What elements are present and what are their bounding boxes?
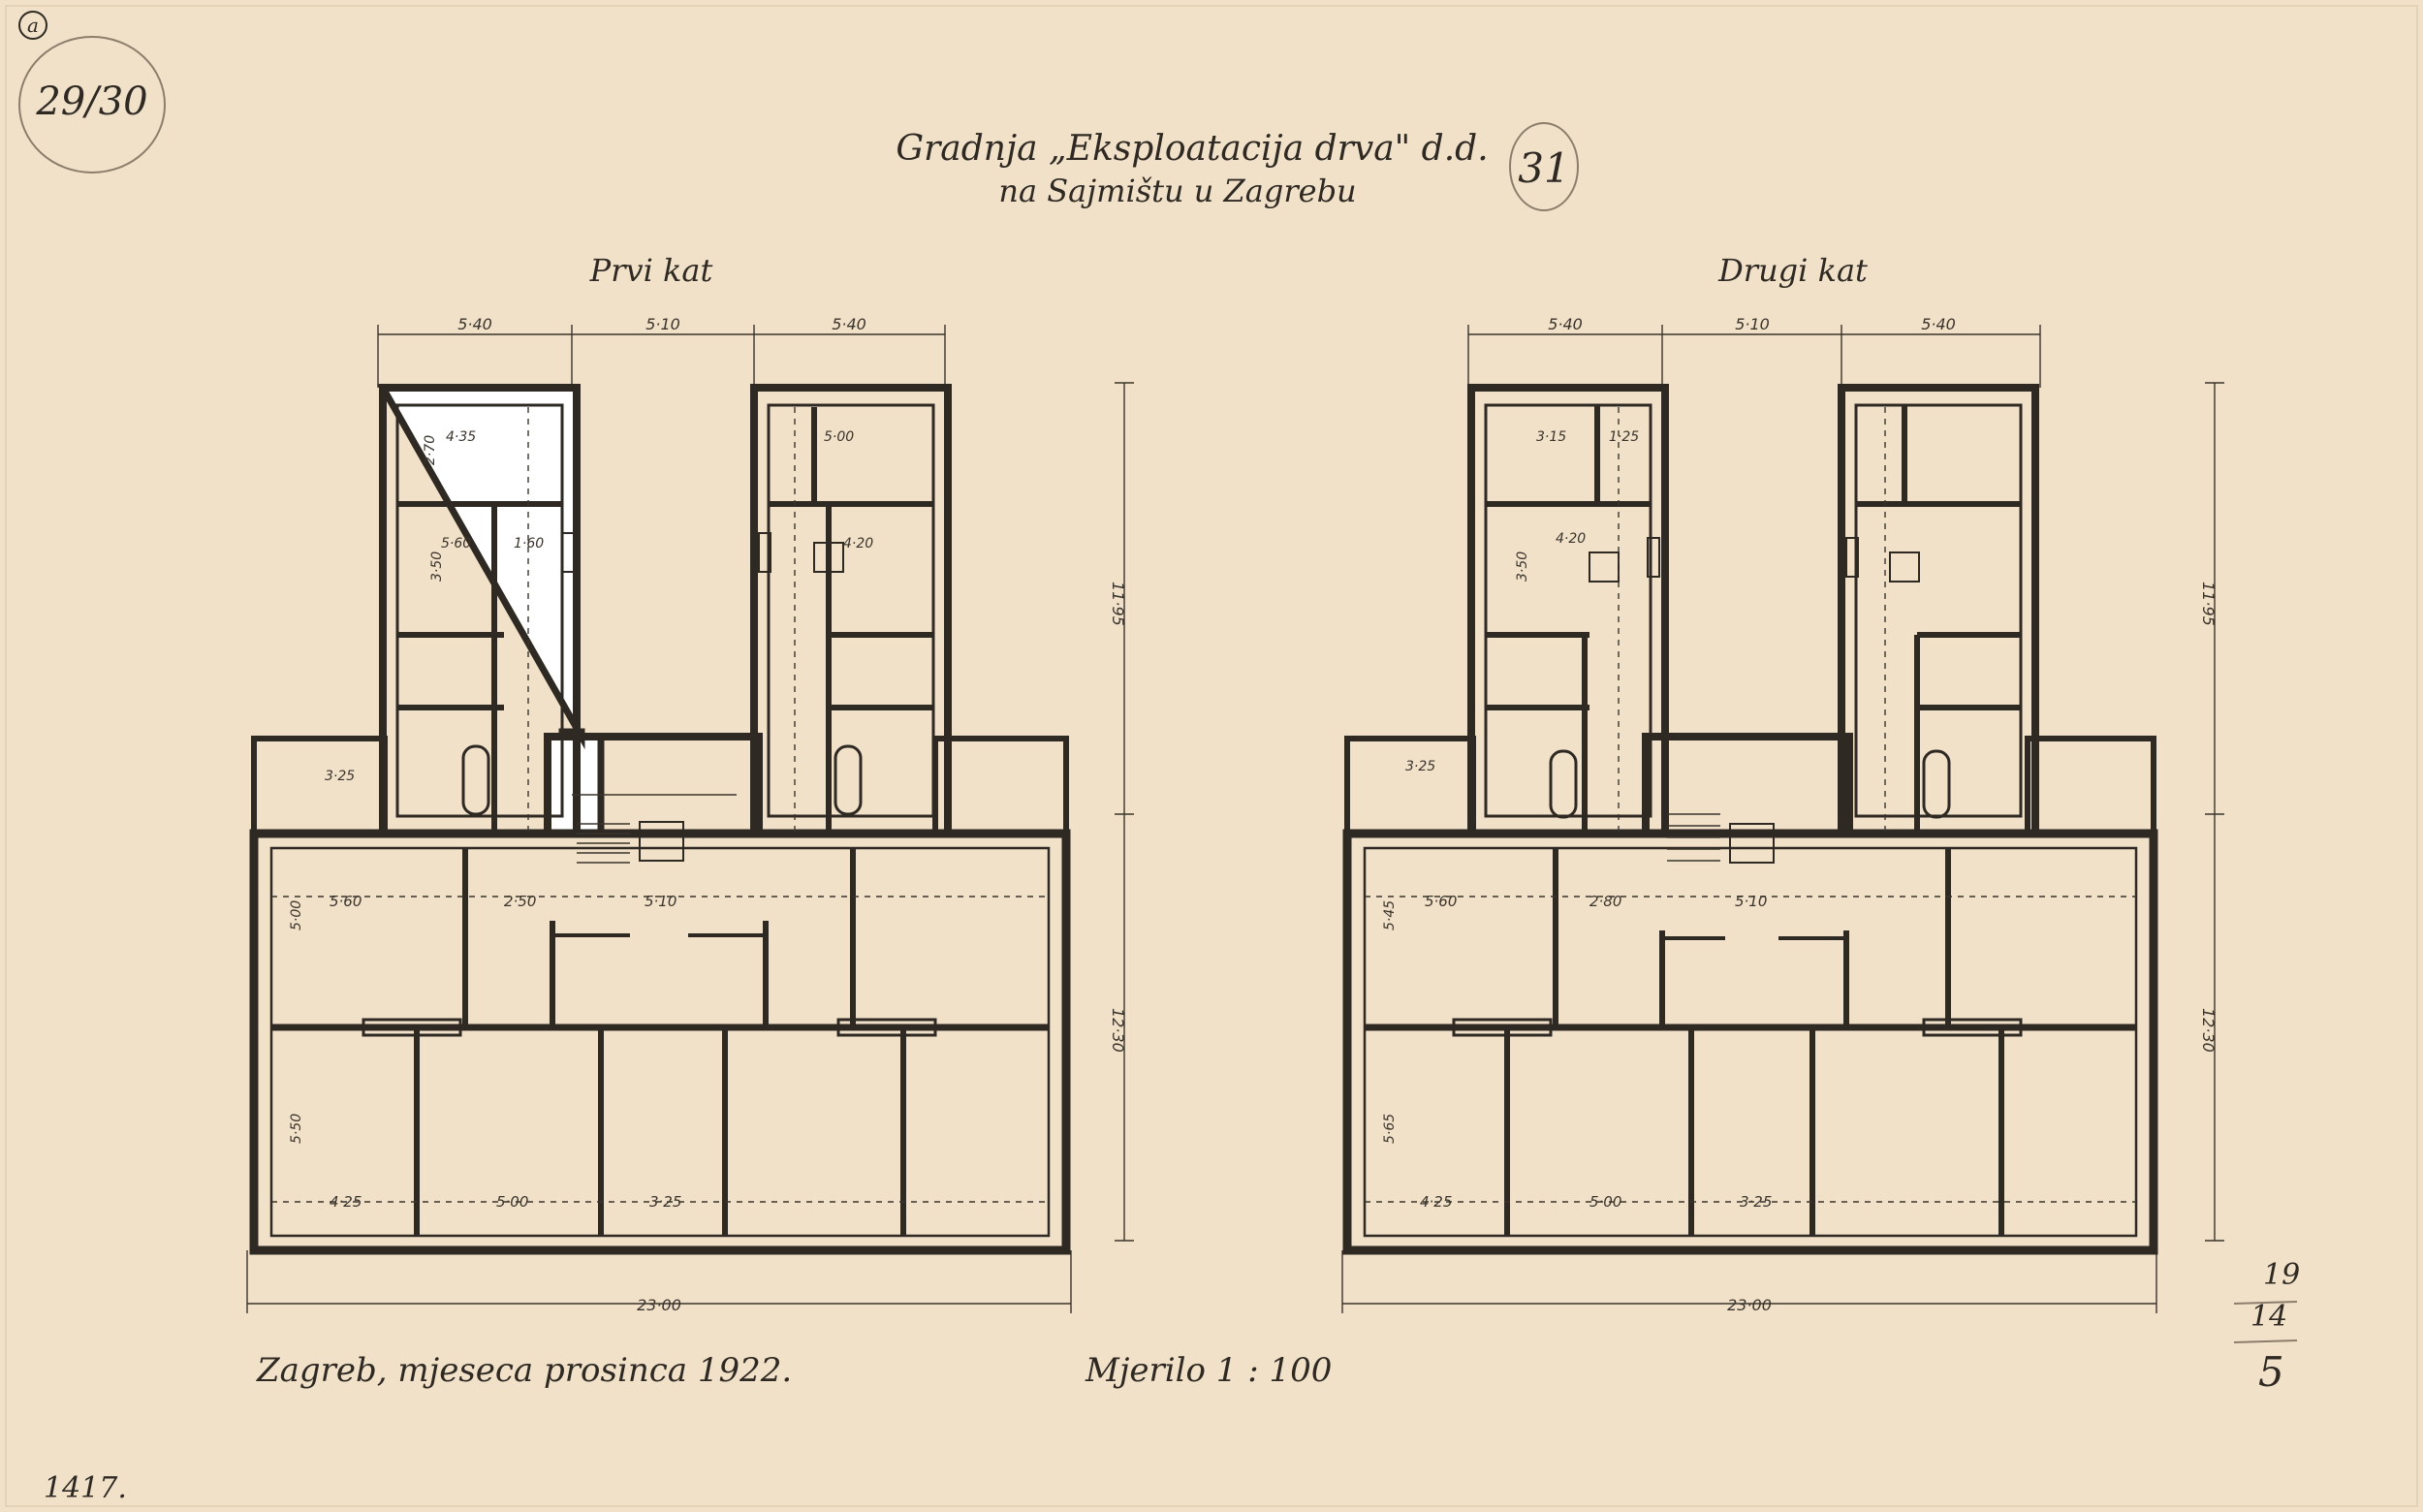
svg-text:14: 14 xyxy=(2250,1300,2287,1334)
plan-title-first-floor: Prvi kat xyxy=(589,252,713,289)
svg-text:12·30: 12·30 xyxy=(2199,1008,2218,1053)
first-floor-plan: 5·40 5·10 5·40 11·95 12·30 23·00 xyxy=(246,315,1134,1314)
pencil-annotations: 19 14 5 xyxy=(2233,1258,2300,1396)
svg-text:23·00: 23·00 xyxy=(1727,1296,1772,1314)
title-line-2: na Sajmištu u Zagrebu xyxy=(998,173,1356,209)
svg-text:2·50: 2·50 xyxy=(504,893,536,910)
svg-text:5·40: 5·40 xyxy=(1921,315,1956,333)
svg-text:11·95: 11·95 xyxy=(2199,582,2218,626)
svg-text:11·95: 11·95 xyxy=(1109,582,1127,626)
svg-text:5·00: 5·00 xyxy=(289,900,304,930)
svg-text:5·60: 5·60 xyxy=(441,536,471,551)
svg-text:5·10: 5·10 xyxy=(1735,315,1770,333)
svg-text:5·00: 5·00 xyxy=(824,429,854,445)
svg-text:5·00: 5·00 xyxy=(1589,1193,1621,1211)
svg-text:3·25: 3·25 xyxy=(649,1193,681,1211)
svg-text:5·60: 5·60 xyxy=(1425,893,1457,910)
plan-title-second-floor: Drugi kat xyxy=(1717,252,1868,289)
svg-text:12·30: 12·30 xyxy=(1109,1008,1127,1053)
svg-text:5·40: 5·40 xyxy=(1548,315,1583,333)
svg-text:19: 19 xyxy=(2263,1258,2300,1292)
corner-mark: a xyxy=(18,11,47,40)
svg-text:2·80: 2·80 xyxy=(1589,893,1621,910)
svg-text:4·25: 4·25 xyxy=(1420,1193,1452,1211)
svg-text:5·40: 5·40 xyxy=(832,315,866,333)
svg-text:5: 5 xyxy=(2258,1348,2284,1396)
svg-text:5·10: 5·10 xyxy=(1735,893,1767,910)
svg-text:5·10: 5·10 xyxy=(645,315,680,333)
svg-text:5·40: 5·40 xyxy=(457,315,492,333)
svg-text:4·25: 4·25 xyxy=(330,1193,362,1211)
svg-text:5·45: 5·45 xyxy=(1382,900,1398,930)
svg-text:4·20: 4·20 xyxy=(1556,531,1586,547)
svg-text:4·20: 4·20 xyxy=(843,536,873,551)
svg-text:4·35: 4·35 xyxy=(446,429,476,445)
second-floor-plan: 5·40 5·10 5·40 11·95 12·30 23·00 xyxy=(1341,315,2224,1314)
scale-note: Mjerilo 1 : 100 xyxy=(1085,1351,1332,1390)
svg-text:3·50: 3·50 xyxy=(429,551,445,582)
archive-number: 1417. xyxy=(44,1471,127,1505)
svg-text:1·60: 1·60 xyxy=(514,536,544,551)
title-line-1: Gradnja „Eksploatacija drva" d.d. xyxy=(896,129,1488,169)
plate-number-stamp: 31 xyxy=(1509,122,1579,211)
place-date-note: Zagreb, mjeseca prosinca 1922. xyxy=(256,1351,792,1390)
svg-text:31: 31 xyxy=(1518,144,1569,192)
svg-text:23·00: 23·00 xyxy=(637,1296,681,1314)
svg-text:3·15: 3·15 xyxy=(1536,429,1566,445)
svg-text:5·65: 5·65 xyxy=(1382,1114,1398,1144)
svg-text:1·25: 1·25 xyxy=(1609,429,1639,445)
svg-text:5·60: 5·60 xyxy=(330,893,362,910)
svg-text:a: a xyxy=(27,14,39,37)
svg-text:5·10: 5·10 xyxy=(645,893,677,910)
svg-text:3·50: 3·50 xyxy=(1515,551,1530,582)
svg-text:3·25: 3·25 xyxy=(1740,1193,1772,1211)
svg-text:2·70: 2·70 xyxy=(423,435,438,465)
svg-text:29/30: 29/30 xyxy=(35,79,147,124)
sheet-number-stamp: 29/30 xyxy=(18,36,166,173)
svg-text:5·00: 5·00 xyxy=(496,1193,528,1211)
svg-text:5·50: 5·50 xyxy=(289,1114,304,1144)
svg-text:3·25: 3·25 xyxy=(1405,759,1435,774)
svg-text:3·25: 3·25 xyxy=(325,769,355,784)
